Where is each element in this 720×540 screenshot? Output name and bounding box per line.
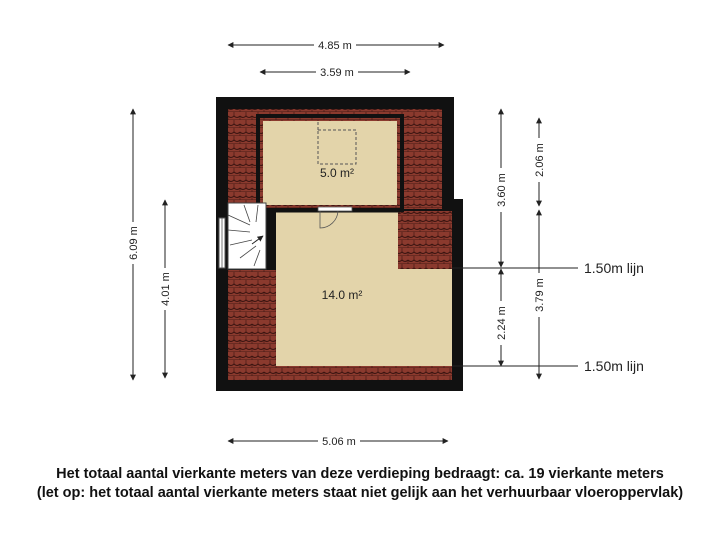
dim-top-inner: 3.59 m	[320, 67, 354, 79]
upper-room-area: 5.0 m²	[320, 166, 354, 180]
lower-room-area: 14.0 m²	[322, 288, 363, 302]
door	[317, 206, 353, 229]
dim-left-inner: 4.01 m	[160, 272, 172, 306]
dim-right-c: 2.24 m	[496, 306, 508, 340]
roof-tiles-lower-left	[228, 270, 276, 380]
footer-disclaimer: (let op: het totaal aantal vierkante met…	[36, 485, 684, 501]
dim-right-b: 2.06 m	[534, 143, 546, 177]
roof-tiles-bottom	[228, 366, 452, 380]
dim-right-a: 3.60 m	[496, 173, 508, 207]
skylight	[317, 129, 357, 165]
dimension-lines: 4.85 m 3.59 m 6.09 m 4.01 m 3.60 m 2.06 …	[126, 38, 546, 448]
staircase	[218, 202, 267, 270]
upper-room-floor	[263, 121, 397, 205]
footer-total-area: Het totaal aantal vierkante meters van d…	[56, 466, 664, 482]
roof-tiles-right	[398, 211, 452, 269]
dim-right-d: 3.79 m	[534, 278, 546, 312]
height-line-lower-label: 1.50m lijn	[584, 358, 644, 374]
dim-left-outer: 6.09 m	[128, 226, 140, 260]
lower-room-floor	[276, 212, 452, 366]
height-line-upper-label: 1.50m lijn	[584, 260, 644, 276]
dim-top-outer: 4.85 m	[318, 40, 352, 52]
dim-bottom: 5.06 m	[322, 436, 356, 448]
height-lines: 1.50m lijn 1.50m lijn	[452, 260, 644, 374]
